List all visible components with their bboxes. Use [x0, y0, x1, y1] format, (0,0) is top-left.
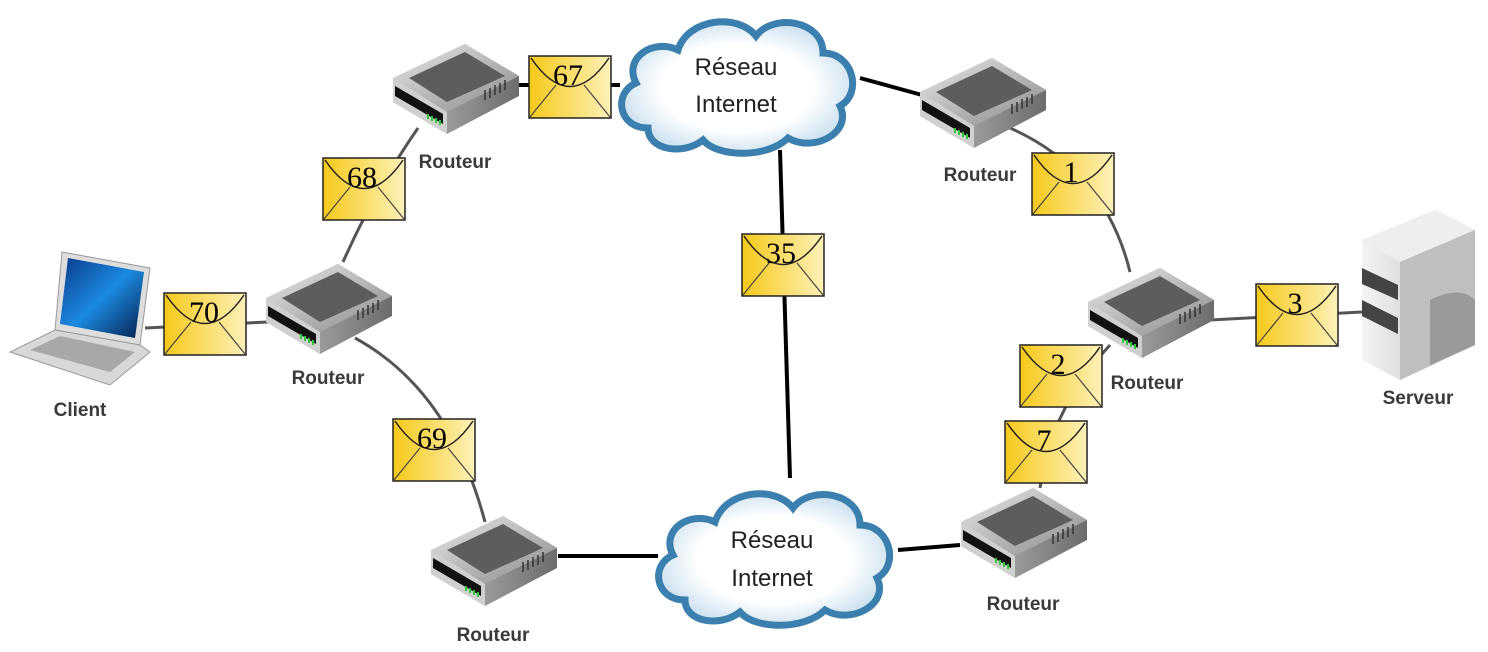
- router-label: Routeur: [292, 368, 365, 389]
- packet-1: 1: [1031, 152, 1115, 216]
- server-icon: [1362, 210, 1475, 380]
- packet-number: 3: [1288, 287, 1303, 320]
- cloud-bottom: Réseau Internet: [659, 494, 890, 625]
- client-label: Client: [54, 400, 107, 421]
- link-cloud-cloud: [778, 149, 792, 479]
- router-label: Routeur: [1111, 373, 1184, 394]
- router-label: Routeur: [987, 594, 1060, 615]
- router-right: Routeur: [1087, 267, 1215, 394]
- packet-70: 70: [163, 292, 247, 356]
- router-icon: [919, 57, 1047, 149]
- router-top-right: Routeur: [919, 57, 1047, 186]
- router-bottom-left: Routeur: [430, 515, 558, 646]
- packet-3: 3: [1255, 283, 1339, 347]
- cloud-label-line1: Réseau: [695, 54, 778, 81]
- cloud-label-line2: Internet: [731, 565, 813, 592]
- laptop-icon: [8, 251, 151, 386]
- packet-number: 1: [1064, 156, 1079, 189]
- packet-number: 69: [417, 422, 447, 455]
- packet-number: 2: [1051, 348, 1066, 381]
- router-top-left: Routeur: [392, 43, 520, 173]
- router-icon: [1087, 267, 1215, 359]
- packet-68: 68: [322, 157, 406, 221]
- packet-number: 68: [347, 161, 377, 194]
- packet-67: 67: [528, 55, 612, 119]
- cloud-icon: [659, 494, 890, 625]
- packet-2: 2: [1019, 344, 1103, 408]
- packet-number: 70: [189, 296, 219, 329]
- router-label: Routeur: [944, 165, 1017, 186]
- packet-number: 35: [766, 237, 796, 270]
- packet-number: 7: [1037, 424, 1052, 457]
- router-bottom-right: Routeur: [960, 487, 1088, 615]
- router-icon: [392, 43, 520, 135]
- cloud-icon: [622, 22, 853, 153]
- router-label: Routeur: [419, 152, 492, 173]
- packet-35: 35: [741, 233, 825, 297]
- link-cloud-bottom-router: [897, 543, 961, 552]
- router-label: Routeur: [457, 625, 530, 646]
- link-router-left-bottom-left: [354, 336, 487, 523]
- link-cloud-top-router: [859, 76, 923, 97]
- router-icon: [960, 487, 1088, 579]
- packet-7: 7: [1004, 420, 1088, 484]
- server-label: Serveur: [1383, 388, 1454, 409]
- client-node: Client: [8, 251, 151, 421]
- cloud-label-line2: Internet: [695, 91, 777, 118]
- cloud-label-line1: Réseau: [731, 527, 814, 554]
- router-icon: [265, 263, 393, 355]
- router-icon: [430, 515, 558, 607]
- cloud-top: Réseau Internet: [622, 22, 853, 153]
- packet-69: 69: [392, 418, 476, 482]
- packet-number: 67: [553, 59, 583, 92]
- router-left: Routeur: [265, 263, 393, 389]
- server-node: Serveur: [1362, 210, 1475, 409]
